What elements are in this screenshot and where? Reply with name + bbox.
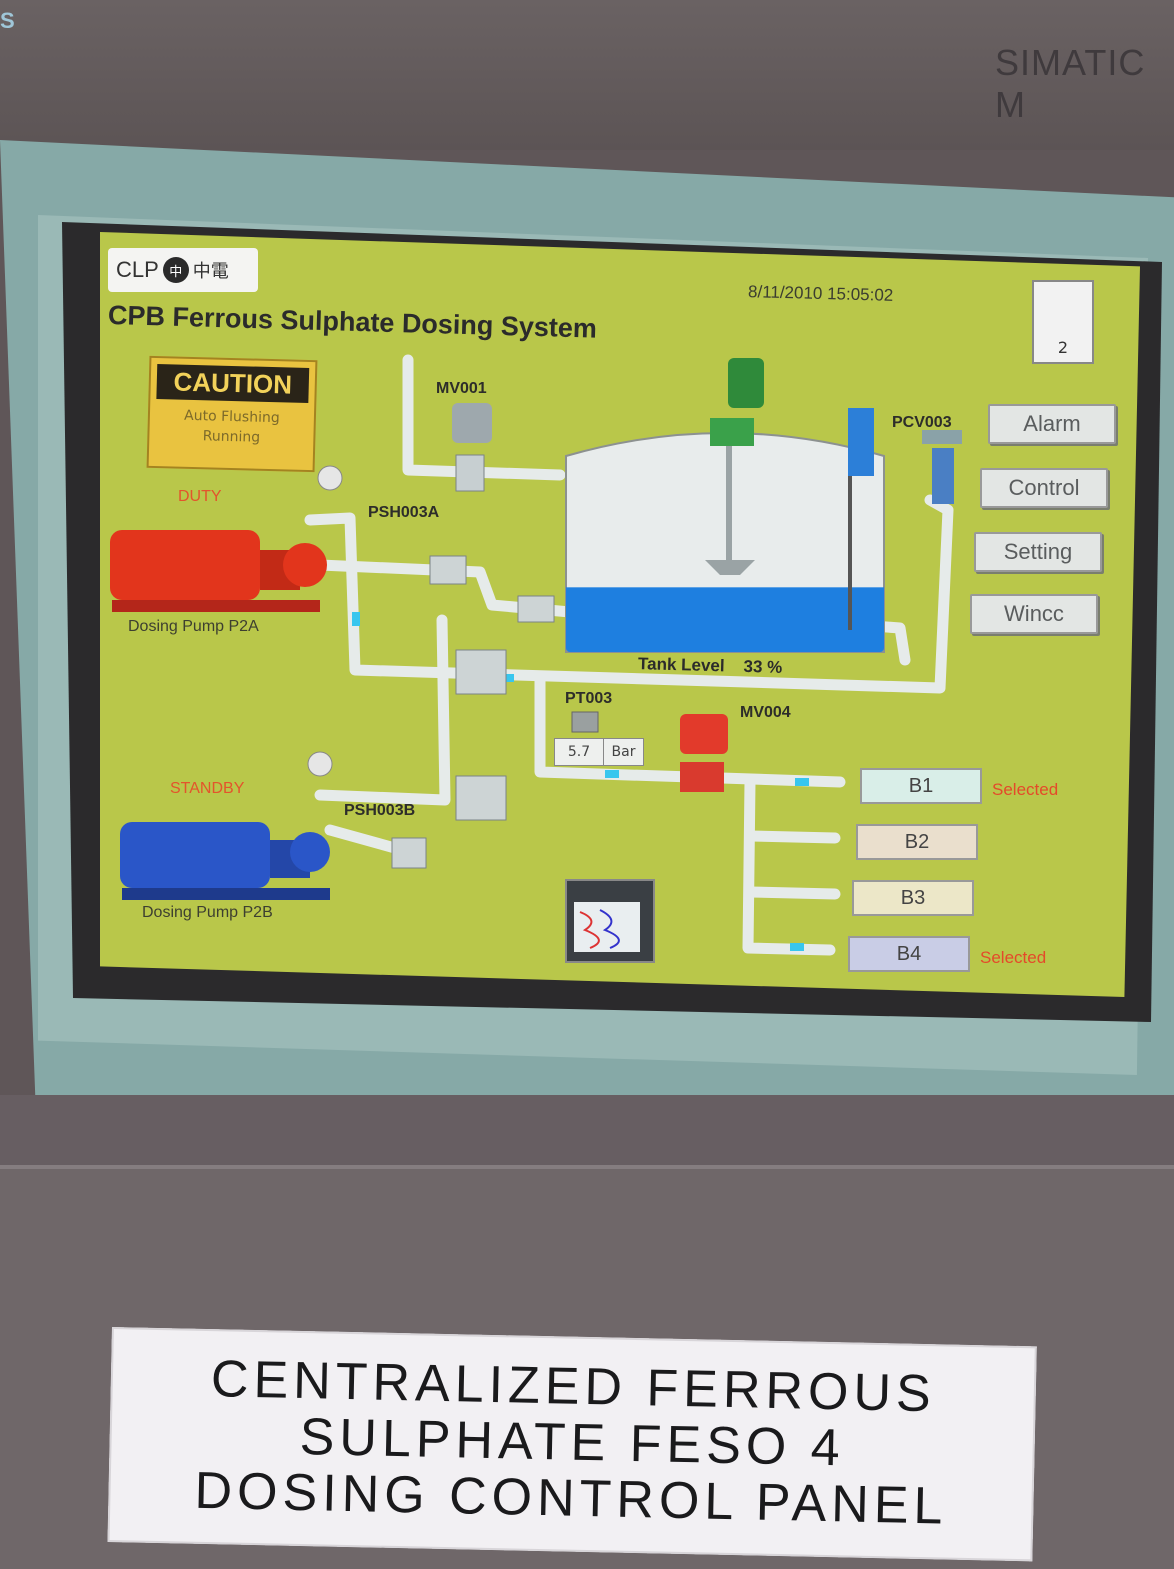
wincc-button[interactable]: Wincc (970, 594, 1098, 634)
caution-message-line2: Running (202, 428, 261, 446)
pump-p2a-icon (110, 530, 327, 612)
pressure-gauge-icon (317, 465, 343, 491)
dosing-tank (565, 430, 885, 653)
mv001-label: MV001 (436, 380, 487, 397)
tank-liquid-level (566, 587, 884, 652)
bay-b4-button[interactable]: B4 (848, 936, 970, 972)
pump-p2b-mode: STANDBY (170, 780, 245, 797)
mv004-valve-icon (680, 714, 728, 792)
bay-b1-button[interactable]: B1 (860, 768, 982, 804)
tank-level-readout: Tank Level 33 % (638, 654, 783, 678)
bay-b4-status: Selected (980, 948, 1047, 967)
pressure-unit: Bar (611, 744, 636, 760)
datetime-display: 8/11/2010 15:05:02 (747, 282, 894, 305)
process-diagram (110, 290, 1087, 963)
setting-button[interactable]: Setting (974, 532, 1102, 572)
panel-nameplate: CENTRALIZED FERROUS SULPHATE FESO 4 DOSI… (107, 1327, 1037, 1562)
panel-housing-top (0, 0, 1174, 150)
bay-b3-button[interactable]: B3 (852, 880, 974, 916)
tank-level-value: 33 % (743, 656, 783, 677)
psh003b-label: PSH003B (344, 802, 416, 819)
caution-header: CAUTION (156, 364, 310, 403)
pump-p2b-label: Dosing Pump P2B (142, 904, 273, 921)
pipe-valves (391, 555, 555, 869)
corner-brand-mark: S (0, 8, 15, 33)
pump-p2a-mode: DUTY (178, 488, 222, 505)
pt003-sensor-icon (571, 711, 599, 733)
pressure-display: 5.7 Bar (554, 738, 644, 766)
agitator-motor-icon (710, 358, 764, 446)
pcv003-label: PCV003 (892, 414, 952, 431)
clp-logo: CLP 中 中電 (108, 248, 258, 292)
mv004-label: MV004 (740, 704, 791, 721)
caution-banner: CAUTION Auto Flushing Running (146, 355, 318, 473)
bay-b2-button[interactable]: B2 (856, 824, 978, 860)
flow-arrows (352, 612, 809, 951)
tank-level-label: Tank Level (637, 654, 725, 676)
psh003a-label: PSH003A (368, 504, 440, 521)
trend-recorder-icon[interactable] (565, 879, 655, 963)
pump-p2b-icon (120, 822, 330, 900)
pcv003-valve-icon (922, 430, 962, 504)
bay-b1-status: Selected (992, 780, 1059, 799)
logo-mark-icon: 中 (162, 257, 189, 283)
alarm-count: 2 (1057, 338, 1069, 357)
pressure-gauge-icon (307, 751, 333, 777)
alarm-button[interactable]: Alarm (988, 404, 1116, 444)
mv001-valve-icon (452, 403, 492, 492)
logo-text: CLP (116, 257, 159, 282)
pump-p2a-label: Dosing Pump P2A (128, 618, 259, 635)
level-transmitter-icon (848, 408, 874, 476)
alarm-indicator-button[interactable]: 2 (1032, 280, 1094, 364)
pt003-label: PT003 (565, 690, 613, 707)
control-button[interactable]: Control (980, 468, 1108, 508)
pressure-value: 5.7 (555, 739, 604, 765)
logo-chinese-text: 中電 (192, 261, 229, 282)
device-brand: SIMATIC M (995, 42, 1146, 125)
